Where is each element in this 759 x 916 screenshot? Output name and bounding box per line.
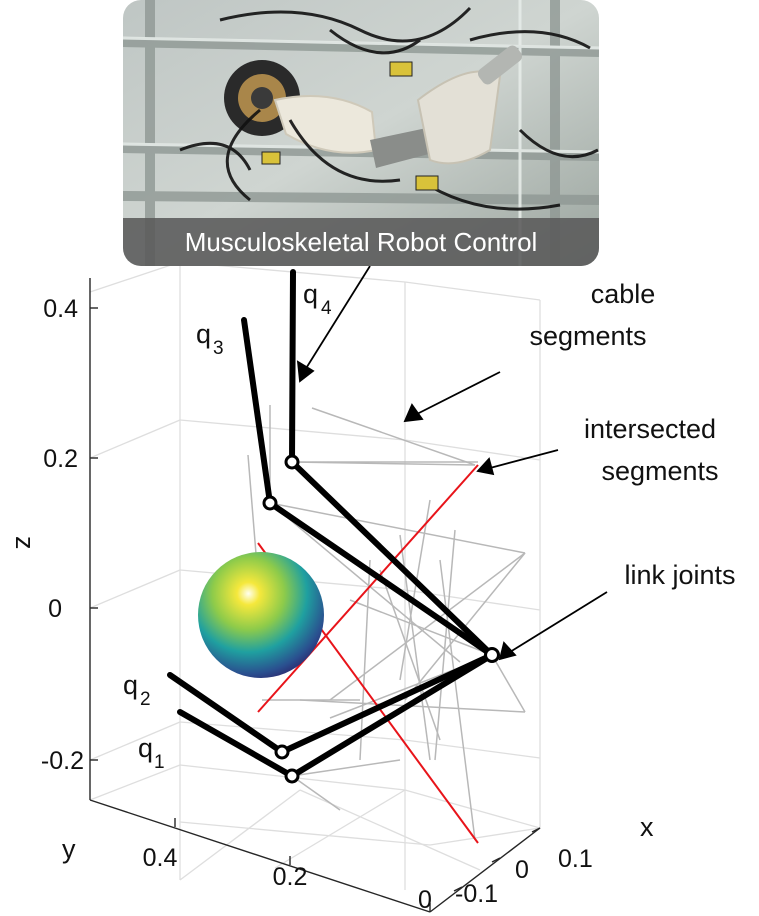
y-tick-0.4: 0.4: [143, 844, 178, 872]
cable-segments: [247, 405, 526, 841]
x-tick-0.1: 0.1: [558, 845, 593, 873]
annotation-cable-segments-line2: segments: [529, 321, 646, 351]
x-tick-neg0.1: -0.1: [455, 880, 498, 908]
link-joints: [262, 454, 500, 784]
y-axis-ticks: [174, 818, 431, 912]
annotation-arrows: [296, 265, 608, 661]
y-tick-0: 0: [418, 886, 432, 914]
joint-marker: [274, 744, 290, 760]
z-tick-neg0.2: -0.2: [41, 747, 84, 775]
z-axis-label: z: [10, 536, 40, 550]
z-tick-0.2: 0.2: [43, 445, 78, 473]
y-tick-0.2: 0.2: [273, 863, 308, 891]
obstacle-sphere: [198, 552, 324, 678]
z-tick-0.4: 0.4: [43, 295, 78, 323]
z-tick-0: 0: [48, 595, 62, 623]
svg-text:q: q: [123, 670, 138, 700]
annotation-link-joints: link joints: [624, 560, 735, 590]
svg-text:4: 4: [321, 298, 332, 319]
photo-caption: Musculoskeletal Robot Control: [185, 227, 538, 257]
x-tick-0: 0: [515, 856, 529, 884]
joint-marker: [484, 647, 500, 663]
svg-text:q: q: [196, 319, 211, 349]
svg-text:q: q: [303, 279, 318, 309]
x-axis-label: x: [640, 812, 654, 842]
annotation-intersected-line1: intersected: [584, 414, 716, 444]
annotation-cable-segments-line1: cable: [591, 279, 656, 309]
svg-text:2: 2: [140, 689, 151, 710]
axis-lines: [89, 278, 541, 913]
joint-marker: [262, 495, 278, 511]
robot-photo: Musculoskeletal Robot Control: [123, 0, 599, 266]
photo-caption-band: [123, 218, 599, 266]
x-axis-ticks: [453, 827, 541, 892]
svg-text:q: q: [138, 733, 153, 763]
joint-label-q1: q 1: [138, 733, 165, 773]
z-axis-ticks: [90, 307, 98, 761]
joint-label-q2: q 2: [123, 670, 151, 710]
annotation-intersected-line2: segments: [601, 456, 718, 486]
svg-text:1: 1: [154, 752, 165, 773]
joint-label-q4: q 4: [303, 279, 332, 319]
axes-box-grid: [89, 261, 541, 890]
y-axis-label: y: [62, 834, 76, 864]
joint-marker: [284, 454, 300, 470]
joint-marker: [284, 768, 300, 784]
svg-text:3: 3: [213, 338, 224, 359]
joint-label-q3: q 3: [196, 319, 224, 359]
